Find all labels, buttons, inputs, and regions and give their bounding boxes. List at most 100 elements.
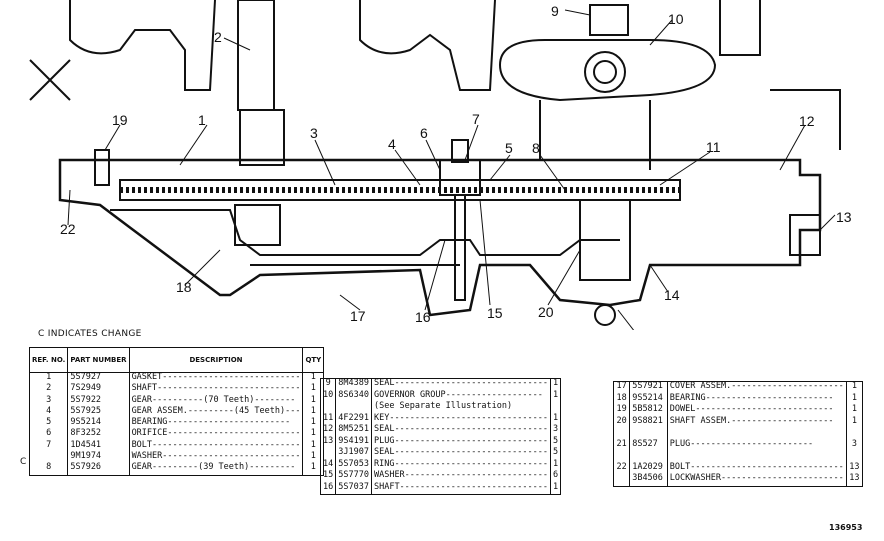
part-number-cell: 5S7925 — [67, 407, 130, 419]
description-cell: SEAL------------------------------ — [371, 425, 551, 437]
part-number-cell: 5S7927 — [67, 372, 130, 385]
description-cell: SHAFT----------------------------- — [371, 482, 551, 495]
description-cell: SHAFT---------------------------- — [129, 384, 304, 396]
ref-cell — [320, 402, 337, 414]
change-mark: C — [20, 457, 27, 467]
callout-22: 22 — [60, 221, 76, 237]
description-cell: BEARING------------------------ — [129, 418, 304, 430]
part-number-cell: 8S527 — [629, 439, 668, 451]
ref-cell: 8 — [29, 463, 69, 476]
ref-cell: 22 — [613, 462, 631, 474]
qty-header: QTY — [302, 347, 324, 373]
change-legend: C INDICATES CHANGE — [38, 329, 142, 339]
qty-cell: 5 — [552, 435, 559, 446]
part-number-cell: 1D4541 — [67, 440, 130, 453]
qty-cell: 1 — [310, 405, 316, 416]
qty-cell: 1 — [310, 439, 316, 450]
description-cell: PLUG------------------------------ — [371, 436, 551, 448]
part-number-cell: 8F3252 — [67, 429, 130, 441]
callout-13: 13 — [836, 209, 852, 225]
description-cell: WASHER---------------------------- — [371, 471, 551, 483]
part-number-header: PART NUMBER — [67, 347, 130, 373]
description-header: DESCRIPTION — [129, 347, 304, 373]
qty-cell: 1 — [310, 383, 316, 394]
qty-cell: 1 — [310, 394, 316, 405]
callout-18: 18 — [176, 279, 192, 295]
ref-cell — [613, 451, 631, 463]
table-row: (See Separate Illustration) — [320, 402, 561, 414]
callout-7: 7 — [472, 111, 480, 127]
qty-cell: 1 — [851, 381, 857, 391]
callout-6: 6 — [420, 125, 428, 141]
part-number-cell — [335, 402, 372, 414]
qty-cell: 3 — [552, 424, 559, 434]
ref-cell: 2 — [29, 384, 69, 396]
qty-cell: 1 — [310, 428, 316, 439]
part-number-cell: 9S4191 — [335, 436, 372, 448]
part-number-cell: 9S5214 — [629, 393, 668, 405]
callout-10: 10 — [668, 11, 684, 27]
description-cell: SEAL------------------------------ — [371, 378, 551, 391]
part-number-cell: 9S5214 — [67, 418, 130, 430]
qty-cell: 1 — [310, 372, 316, 382]
qty-cell: 1 — [851, 404, 857, 414]
ref-cell: 14 — [320, 459, 337, 471]
ref-cell: 3 — [29, 395, 69, 407]
ref-cell: 6 — [29, 429, 69, 441]
part-number-cell: 5S7926 — [67, 463, 130, 476]
callout-14: 14 — [664, 287, 680, 303]
description-cell — [667, 451, 847, 463]
ref-cell — [613, 428, 631, 440]
ref-cell: 12 — [320, 425, 337, 437]
qty-cell — [550, 402, 560, 414]
qty-cell: 6 — [552, 470, 559, 480]
table-row — [613, 451, 863, 463]
part-number-cell: 9M1974 — [67, 452, 130, 464]
callout-5: 5 — [505, 140, 513, 156]
description-cell: GOVERNOR GROUP------------------- — [371, 390, 551, 402]
callout-3: 3 — [310, 125, 318, 141]
ref-cell — [320, 448, 337, 460]
ref-cell: 4 — [29, 407, 69, 419]
qty-cell: 1 — [310, 462, 316, 473]
part-number-cell: 8S6340 — [335, 390, 372, 402]
part-number-cell: 9S8821 — [629, 416, 668, 428]
description-cell: RING------------------------------ — [371, 459, 551, 471]
qty-cell — [846, 451, 862, 463]
callout-8: 8 — [532, 140, 540, 156]
description-cell: DOWEL--------------------------- — [667, 405, 847, 417]
description-cell: GEAR---------(39 Teeth)--------- — [129, 463, 304, 476]
qty-cell: 1 — [552, 389, 559, 400]
description-cell: GASKET--------------------------- — [129, 372, 304, 385]
part-number-cell: 3J1907 — [335, 448, 372, 460]
ref-cell: 7 — [29, 440, 69, 453]
ref-cell: 11 — [320, 413, 337, 425]
qty-cell: 1 — [552, 481, 559, 492]
callout-11: 11 — [706, 139, 721, 155]
description-cell: GEAR----------(70 Teeth)-------- — [129, 395, 304, 407]
part-number-cell — [629, 428, 668, 440]
callout-20: 20 — [538, 304, 554, 320]
description-cell: KEY------------------------------- — [371, 413, 551, 425]
part-number-cell: 5S7770 — [335, 471, 372, 483]
part-number-cell: 3B4506 — [629, 474, 668, 486]
